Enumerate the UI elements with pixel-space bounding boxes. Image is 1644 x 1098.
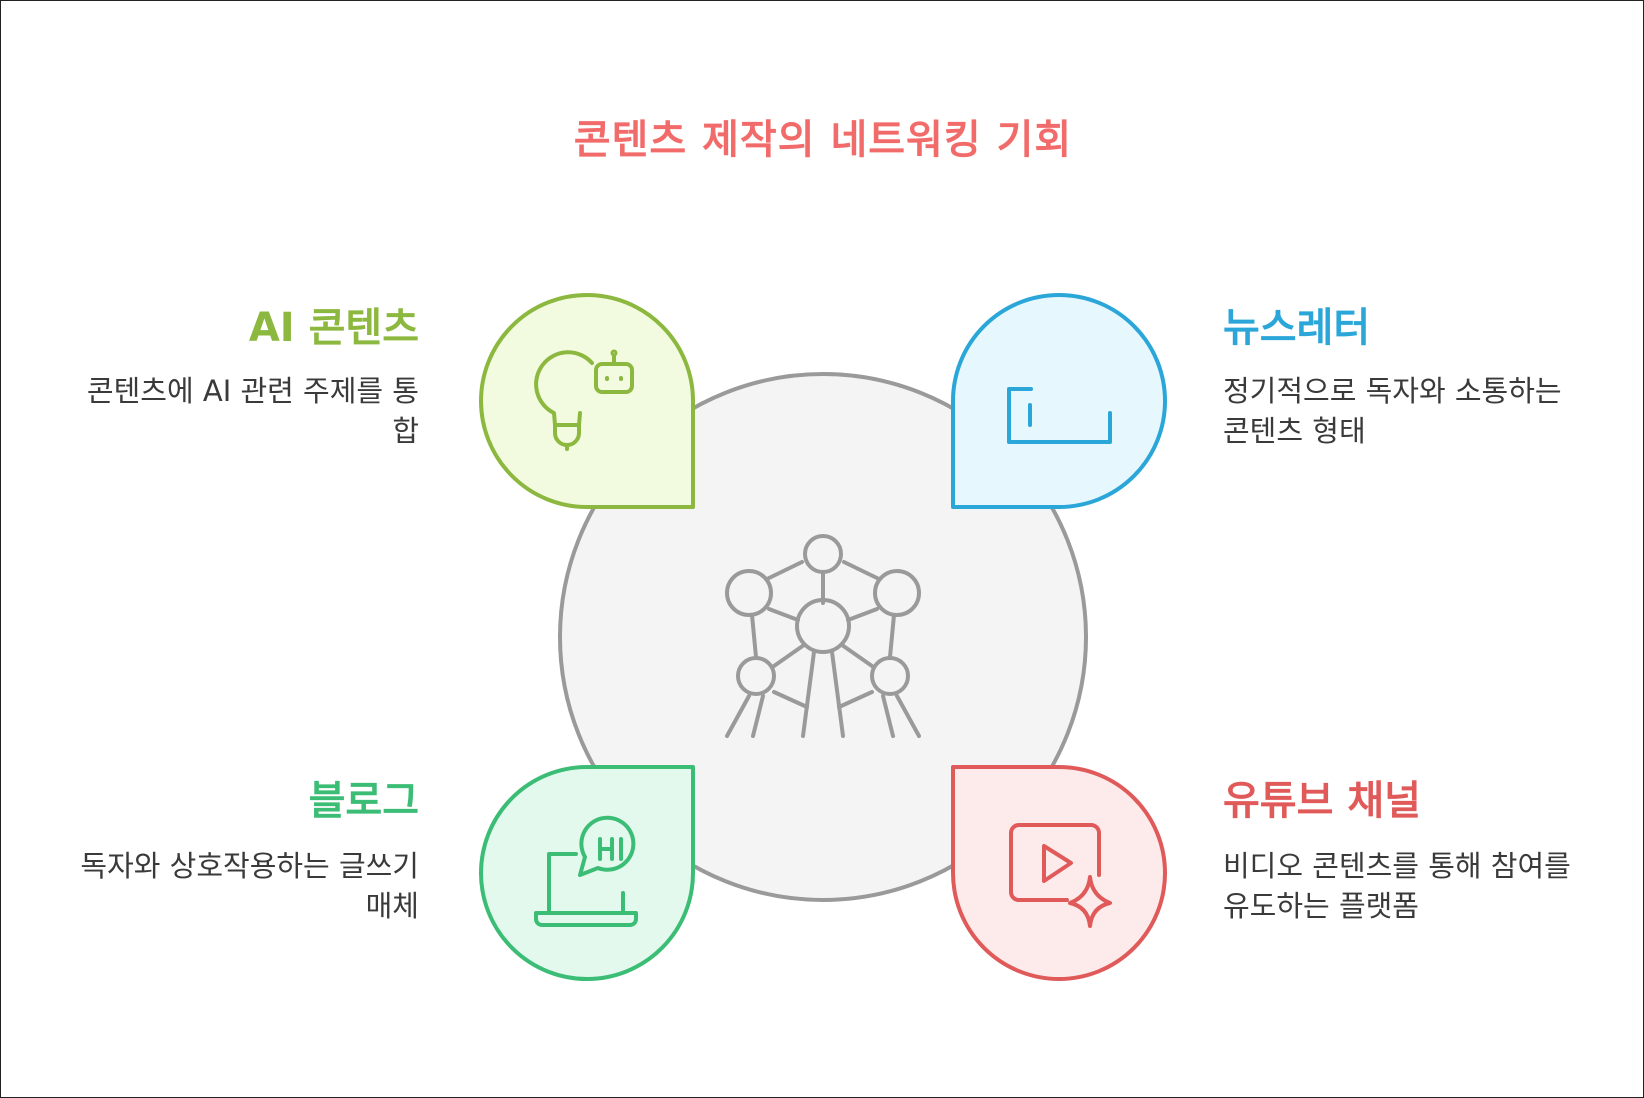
atomium-network-icon [725, 534, 921, 738]
youtube-heading: 유튜브 채널 [1223, 778, 1421, 824]
ai-content-shape [479, 293, 695, 509]
ai-content-description: 콘텐츠에 AI 관련 주제를 통합 [86, 374, 419, 448]
ai-content-heading: AI 콘텐츠 [248, 305, 419, 351]
video-play-icon [1009, 823, 1112, 928]
diagram-title: 콘텐츠 제작의 네트워킹 기회 [573, 117, 1073, 163]
laptop-chat-icon [534, 815, 638, 927]
newsletter-icon [1007, 387, 1112, 444]
newsletter-description: 정기적으로 독자와 소통하는 콘텐츠 형태 [1223, 374, 1562, 448]
lightbulb-robot-icon [534, 349, 634, 451]
blog-heading: 블로그 [308, 778, 419, 824]
newsletter-heading: 뉴스레터 [1223, 305, 1371, 351]
blog-description: 독자와 상호작용하는 글쓰기 매체 [80, 849, 419, 923]
youtube-description: 비디오 콘텐츠를 통해 참여를 유도하는 플랫폼 [1223, 849, 1571, 923]
newsletter-shape [951, 293, 1167, 509]
